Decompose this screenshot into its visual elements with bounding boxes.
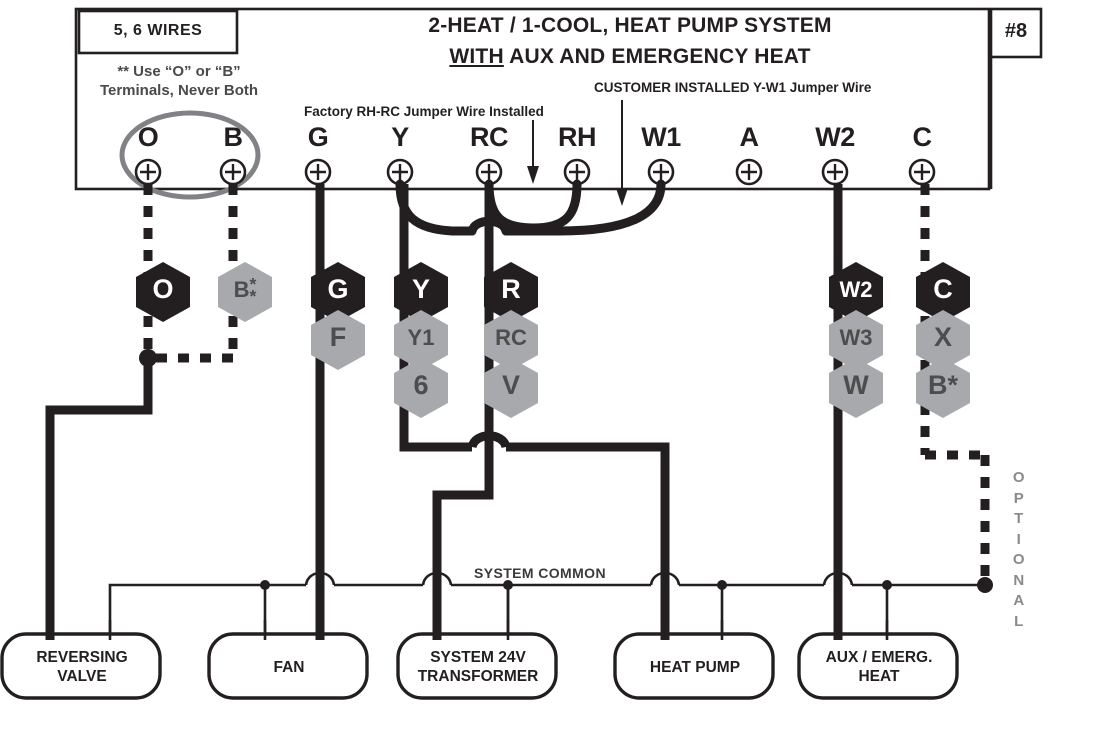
hex-badge-asterisks: ** bbox=[249, 274, 257, 307]
title-rest: AUX AND EMERGENCY HEAT bbox=[503, 45, 811, 68]
device-label-line: REVERSING bbox=[36, 649, 128, 666]
hex-badge-bstar bbox=[916, 358, 970, 418]
optional-letter: A bbox=[1013, 592, 1025, 609]
hex-badge-label: Y bbox=[411, 274, 430, 305]
hex-badge-y1 bbox=[394, 310, 448, 370]
hex-badge-label: W2 bbox=[839, 277, 873, 303]
hex-badge-label: C bbox=[933, 274, 953, 305]
ob-usage-note-line-2: Terminals, Never Both bbox=[99, 82, 259, 99]
hex-badge-r bbox=[484, 262, 538, 322]
optional-letter: T bbox=[1014, 510, 1024, 527]
factory-jumper-note: Factory RH-RC Jumper Wire Installed bbox=[304, 104, 544, 119]
common-bus-junction-dots bbox=[260, 580, 892, 590]
hex-badge-x bbox=[916, 310, 970, 370]
device-label-line: HEAT bbox=[858, 668, 900, 685]
terminal-label-o: O bbox=[137, 122, 159, 152]
wire-c-common-optional bbox=[920, 184, 993, 593]
terminal-label-rc: RC bbox=[470, 122, 509, 152]
device-boxes bbox=[0, 632, 959, 700]
ob-highlight-ellipse bbox=[119, 110, 261, 200]
device-label-line: VALVE bbox=[57, 668, 107, 685]
hex-badge-label: W3 bbox=[839, 325, 873, 351]
hex-badge-f bbox=[311, 310, 365, 370]
device-label-line: SYSTEM 24V bbox=[430, 649, 526, 666]
device-label-line: HEAT PUMP bbox=[649, 659, 741, 676]
hex-badge-label: O bbox=[152, 274, 174, 305]
terminal-label-y: Y bbox=[391, 122, 409, 152]
device-label-line: FAN bbox=[273, 659, 305, 676]
optional-letter: O bbox=[1012, 551, 1026, 568]
hex-badge-w bbox=[829, 358, 883, 418]
terminal-label-rh: RH bbox=[558, 122, 597, 152]
hex-badge-w2 bbox=[829, 262, 883, 322]
hex-badge-label: RC bbox=[495, 325, 527, 351]
optional-letter: L bbox=[1014, 612, 1024, 630]
device-label-line: TRANSFORMER bbox=[417, 668, 539, 685]
device-label-reversing-valve: REVERSING VALVE bbox=[0, 648, 164, 686]
device-label-heat-pump: HEAT PUMP bbox=[613, 658, 777, 677]
wire-b-alternate-dashed bbox=[152, 184, 238, 363]
optional-letter: P bbox=[1013, 489, 1025, 507]
optional-letter: O bbox=[1012, 469, 1026, 486]
terminal-label-b: B bbox=[223, 122, 244, 152]
hex-badge-y bbox=[394, 262, 448, 322]
terminal-label-w1: W1 bbox=[641, 122, 681, 152]
device-label-aux-emerg-heat: AUX / EMERG. HEAT bbox=[797, 648, 961, 686]
system-common-bus bbox=[108, 571, 985, 634]
device-label-line: AUX / EMERG. bbox=[825, 649, 933, 666]
hex-badge-label: R bbox=[501, 274, 521, 305]
hex-badge-rc bbox=[484, 310, 538, 370]
hex-badge-base: B bbox=[233, 277, 250, 303]
hex-badge-label: G bbox=[327, 274, 349, 305]
hex-badge-w3 bbox=[829, 310, 883, 370]
hex-badge-6 bbox=[394, 358, 448, 418]
hex-badge-o bbox=[136, 262, 190, 322]
annotation-arrows bbox=[527, 100, 628, 206]
title-line-2: WITH AUX AND EMERGENCY HEAT bbox=[280, 45, 980, 69]
hex-badge-label: 6 bbox=[413, 370, 429, 401]
terminal-label-g: G bbox=[307, 122, 329, 152]
wires-count-label: 5, 6 WIRES bbox=[113, 22, 203, 39]
title-underlined-word: WITH bbox=[449, 45, 504, 68]
badge-box bbox=[989, 7, 1043, 189]
optional-letter: N bbox=[1013, 571, 1025, 589]
terminal-label-w2: W2 bbox=[815, 122, 855, 152]
hex-badge-v bbox=[484, 358, 538, 418]
hex-badge-c bbox=[916, 262, 970, 322]
hex-badge-label: F bbox=[329, 322, 347, 353]
ob-usage-note-line-1: ** Use “O” or “B” bbox=[117, 63, 241, 80]
device-lead-stubs bbox=[45, 620, 889, 640]
system-common-label: SYSTEM COMMON bbox=[474, 565, 606, 581]
hex-badge-label: V bbox=[501, 370, 520, 401]
hex-badge-g bbox=[311, 262, 365, 322]
title-line-1: 2-HEAT / 1-COOL, HEAT PUMP SYSTEM bbox=[428, 14, 832, 37]
terminal-label-a: A bbox=[739, 122, 760, 152]
badge-number: #8 bbox=[1004, 20, 1028, 42]
terminal-label-c: C bbox=[912, 122, 933, 152]
optional-letter: I bbox=[1016, 530, 1022, 548]
hex-badge-bstarstar bbox=[218, 262, 272, 322]
hex-badge-layer bbox=[136, 262, 970, 418]
hex-badge-label: X bbox=[933, 322, 952, 353]
hex-badge-label: Y1 bbox=[407, 325, 435, 351]
device-label-fan: FAN bbox=[207, 658, 371, 677]
customer-jumper-note: CUSTOMER INSTALLED Y-W1 Jumper Wire bbox=[594, 80, 872, 95]
wire-o-reversing-valve bbox=[45, 184, 157, 634]
device-label-transformer: SYSTEM 24V TRANSFORMER bbox=[396, 648, 560, 686]
hex-badge-label: B** bbox=[211, 274, 279, 307]
hex-badge-label: B* bbox=[927, 370, 958, 401]
hex-badge-label: W bbox=[843, 370, 869, 401]
wires-count-box bbox=[77, 9, 239, 55]
